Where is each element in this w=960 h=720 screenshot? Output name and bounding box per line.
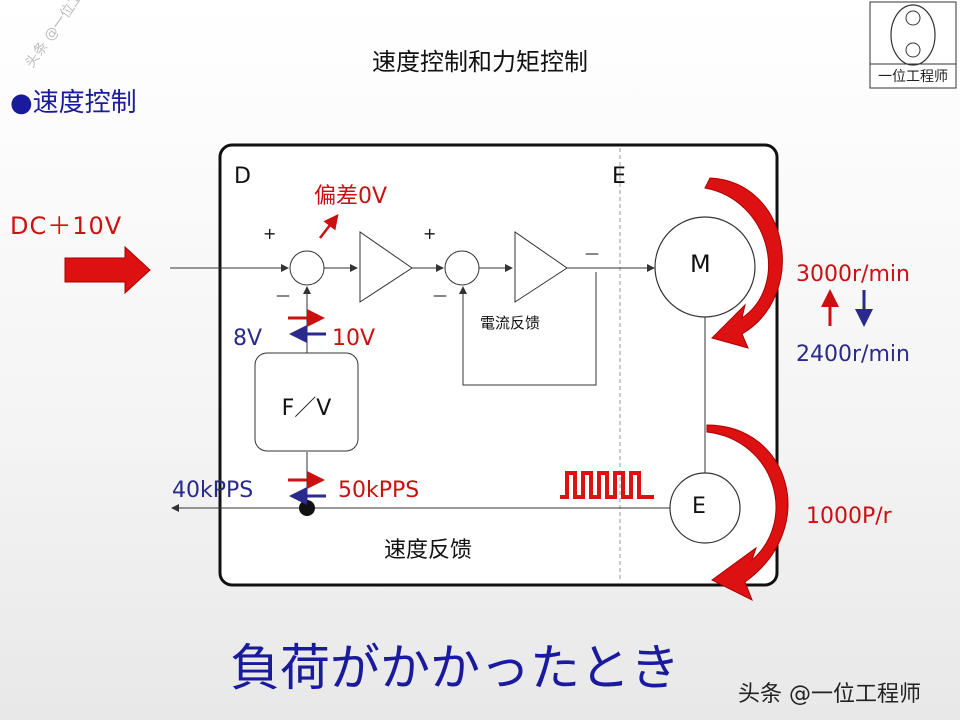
footer-brand: 头条 @一位工程师 bbox=[738, 682, 921, 707]
page-title: 速度控制和力矩控制 bbox=[372, 48, 588, 76]
speed-before-label: 3000r/min bbox=[796, 262, 910, 287]
input-arrow bbox=[64, 245, 151, 295]
drive-label: D bbox=[234, 164, 251, 189]
feedback-node bbox=[299, 500, 315, 516]
summing-junction-1 bbox=[289, 250, 325, 286]
current-feedback-label: 電流反馈 bbox=[480, 314, 541, 332]
minus-sign-3: — bbox=[585, 246, 599, 262]
plus-sign-1: + bbox=[263, 224, 277, 243]
stamp-text: 一位工程师 bbox=[878, 69, 948, 85]
encoder-resolution-label: 1000P/r bbox=[806, 504, 892, 529]
summing-junction-2 bbox=[444, 250, 480, 286]
current-amplifier bbox=[514, 231, 568, 303]
motor-rotation-arrow bbox=[704, 177, 783, 349]
engineer-stamp-logo bbox=[869, 1, 957, 89]
motor-label: M bbox=[690, 250, 711, 278]
fv-converter-label: F／V bbox=[281, 396, 332, 421]
voltage-after-label: 10V bbox=[332, 326, 376, 351]
pulse-after-label: 50kPPS bbox=[338, 478, 420, 503]
section-heading: ●速度控制 bbox=[10, 88, 137, 118]
deviation-label: 偏差0V bbox=[314, 184, 388, 209]
encoder-side-label: E bbox=[612, 164, 626, 189]
load-applied-caption: 負荷がかかったとき bbox=[230, 639, 680, 697]
pulse-before-label: 40kPPS bbox=[172, 478, 254, 503]
plus-sign-2: + bbox=[423, 224, 437, 243]
speed-after-label: 2400r/min bbox=[796, 342, 910, 367]
speed-feedback-label: 速度反馈 bbox=[384, 538, 473, 563]
encoder-rotation-arrow bbox=[706, 424, 789, 602]
encoder-label: E bbox=[692, 494, 706, 519]
input-voltage-label: DC＋10V bbox=[10, 212, 123, 240]
pulse-train-icon bbox=[560, 471, 654, 499]
minus-sign-1: — bbox=[276, 288, 290, 304]
minus-sign-2: — bbox=[433, 288, 447, 304]
voltage-before-label: 8V bbox=[233, 326, 263, 351]
speed-amplifier bbox=[359, 231, 413, 303]
